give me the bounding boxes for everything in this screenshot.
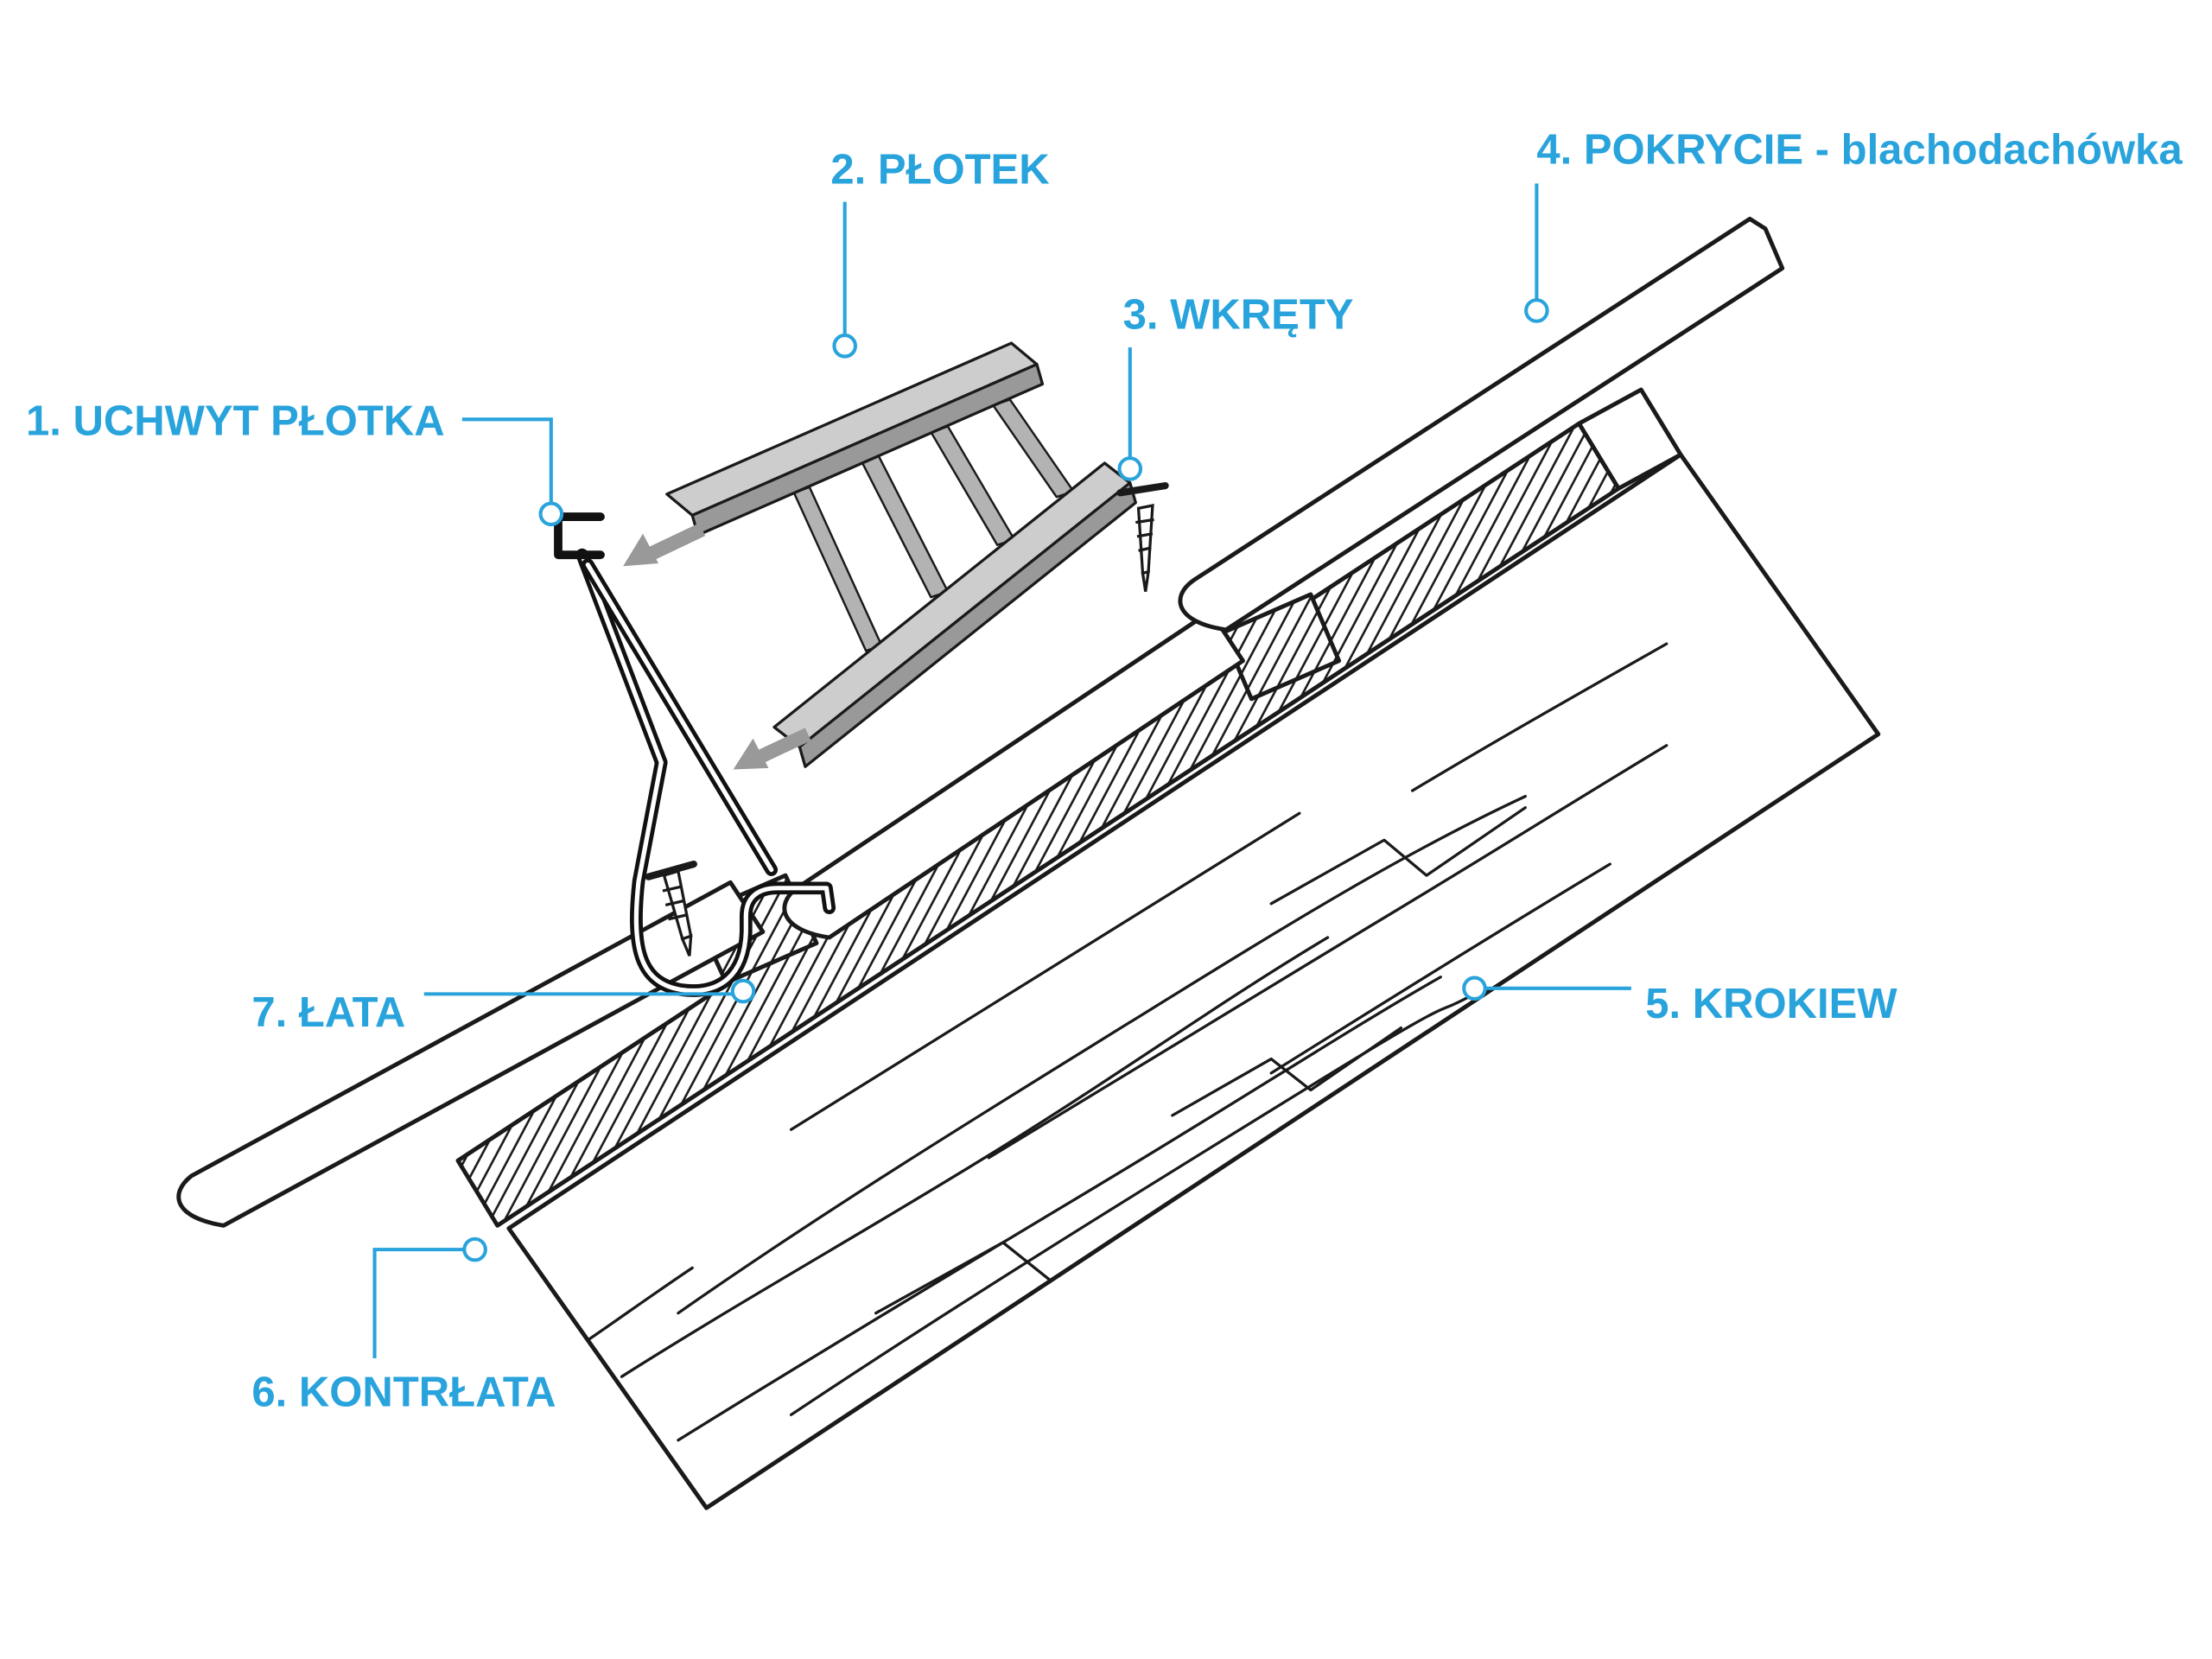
covering-sheet-upper bbox=[1178, 216, 1785, 632]
label-krokiew: 5. KROKIEW bbox=[1645, 981, 1897, 1027]
leader-lines bbox=[372, 183, 1631, 1358]
leader-dot-5 bbox=[1462, 976, 1487, 1001]
leader-dot-7 bbox=[730, 978, 756, 1004]
leader-dot-1 bbox=[538, 501, 564, 527]
label-kontrlata: 6. KONTRŁATA bbox=[251, 1370, 556, 1416]
leader-6-kontrlata bbox=[372, 1248, 464, 1358]
fence-top-rail bbox=[665, 341, 1045, 537]
leader-dot-3 bbox=[1117, 456, 1143, 481]
label-plotek: 2. PŁOTEK bbox=[830, 146, 1049, 193]
leader-dot-6 bbox=[462, 1236, 487, 1262]
leader-1-uchwyt bbox=[461, 417, 553, 503]
leader-dots bbox=[462, 298, 1549, 1262]
covering-sheet-middle bbox=[782, 609, 1245, 940]
insert-arrow-lower bbox=[733, 728, 811, 770]
label-pokrycie: 4. POKRYCIE - blachodachówka bbox=[1536, 127, 2183, 174]
covering-sheet-lower bbox=[176, 880, 766, 1228]
leader-dot-2 bbox=[832, 334, 857, 359]
label-wkrety: 3. WKRĘTY bbox=[1123, 292, 1354, 339]
leader-dot-4 bbox=[1524, 298, 1549, 323]
insert-arrow-upper bbox=[623, 523, 706, 567]
fence-bottom-rail bbox=[772, 461, 1137, 768]
roof-covering-drawing bbox=[176, 216, 1785, 1228]
label-lata: 7. ŁATA bbox=[251, 989, 405, 1036]
screw-lower-drawing bbox=[645, 860, 697, 957]
label-uchwyt-plotka: 1. UCHWYT PŁOTKA bbox=[26, 397, 445, 444]
bracket-drawing bbox=[554, 512, 836, 997]
bracket-top-hook bbox=[554, 512, 605, 560]
snow-fence-drawing bbox=[623, 341, 1137, 770]
batten-upper-drawing bbox=[1221, 592, 1342, 702]
labels-layer: 1. UCHWYT PŁOTKA 2. PŁOTEK 3. WKRĘTY 4. … bbox=[26, 127, 2183, 1416]
fence-slats bbox=[792, 398, 1075, 652]
counter-batten-drawing bbox=[455, 421, 1621, 1228]
screw-upper-drawing bbox=[1116, 482, 1169, 592]
